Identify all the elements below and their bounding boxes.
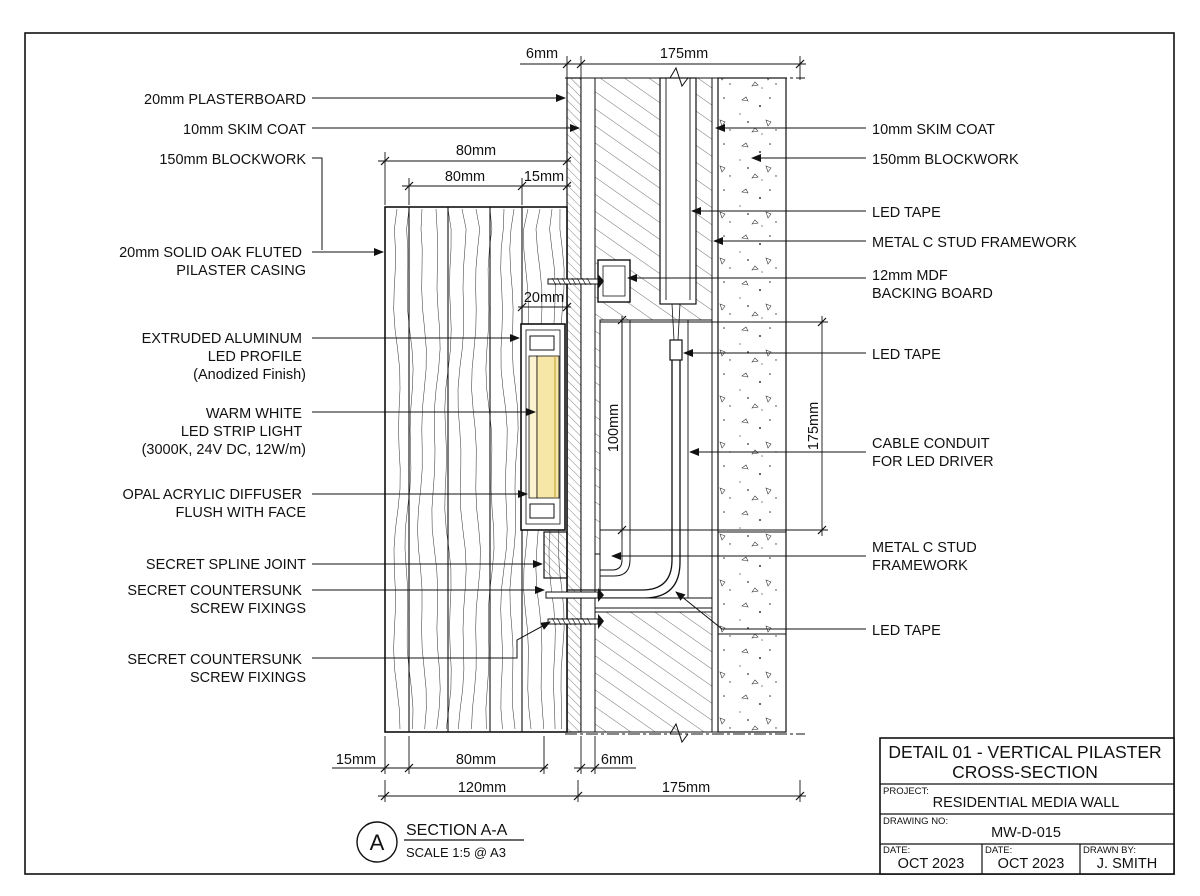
wood-grain-line [509, 208, 519, 730]
left-label-8: SECRET COUNTERSUNK SCREW FIXINGS [127, 583, 306, 617]
right-label-6: CABLE CONDUIT FOR LED DRIVER [872, 436, 994, 470]
opal-acrylic-diffuser [528, 355, 538, 499]
right-blockwork [717, 77, 787, 733]
wood-grain-line [417, 208, 427, 730]
service-void [599, 319, 713, 603]
dim-top-175mm: 175mm [660, 46, 708, 62]
right-label-5: LED TAPE [872, 347, 941, 363]
right-annotations: 10mm SKIM COAT 150mm BLOCKWORK LED TAPE … [611, 122, 1077, 639]
date2-label: DATE: [985, 845, 1012, 856]
wood-grain-line [404, 208, 414, 730]
title-line-1: DETAIL 01 - VERTICAL PILASTER [888, 742, 1161, 762]
right-label-8: LED TAPE [872, 623, 941, 639]
right-label-1: 150mm BLOCKWORK [872, 152, 1019, 168]
right-label-2: LED TAPE [872, 205, 941, 221]
countersunk-screw-upper [547, 274, 604, 289]
title-line-2: CROSS-SECTION [952, 762, 1098, 782]
dim-100mm-vertical: 100mm [606, 404, 622, 452]
left-annotations: 20mm PLASTERBOARD 10mm SKIM COAT 150mm B… [119, 92, 580, 686]
drawing-no-label: DRAWING NO: [883, 816, 948, 827]
project-label: PROJECT: [883, 786, 929, 797]
dim-20mm: 20mm [524, 290, 564, 306]
right-label-3: METAL C STUD FRAMEWORK [872, 235, 1077, 251]
led-tape-connector [669, 339, 683, 361]
project-value: RESIDENTIAL MEDIA WALL [933, 795, 1120, 811]
right-label-0: 10mm SKIM COAT [872, 122, 995, 138]
left-label-2: 150mm BLOCKWORK [159, 152, 306, 168]
wall-assembly [548, 66, 805, 744]
led-strip-light [536, 355, 560, 499]
wood-grain-line [485, 208, 495, 730]
section-scale: SCALE 1:5 @ A3 [406, 845, 506, 860]
oak-pilaster-casing [384, 206, 604, 733]
dim-bottom-120mm: 120mm [458, 780, 506, 796]
dim-15mm-upper: 15mm [524, 169, 564, 185]
wood-grain-line [431, 208, 441, 730]
dimensions: 6mm 175mm 80mm 80mm 15mm 20mm 100mm 175m… [332, 46, 828, 802]
right-label-4: 12mm MDF BACKING BOARD [872, 268, 993, 302]
dim-bottom-15mm: 15mm [336, 752, 376, 768]
plasterboard-layer [566, 77, 582, 733]
left-label-7: SECRET SPLINE JOINT [146, 557, 306, 573]
c-stud-base-plate [594, 597, 713, 609]
left-label-1: 10mm SKIM COAT [183, 122, 306, 138]
title-block: DETAIL 01 - VERTICAL PILASTER CROSS-SECT… [879, 737, 1175, 875]
left-label-5: WARM WHITE LED STRIP LIGHT (3000K, 24V D… [142, 406, 306, 458]
skim-coat-layer [580, 77, 596, 733]
date2-value: OCT 2023 [998, 856, 1065, 872]
section-letter: A [370, 830, 385, 855]
dim-bottom-80mm: 80mm [456, 752, 496, 768]
drawing-no-value: MW-D-015 [991, 825, 1061, 841]
left-label-9: SECRET COUNTERSUNK SCREW FIXINGS [127, 652, 306, 686]
date1-value: OCT 2023 [898, 856, 965, 872]
dim-bottom-6mm: 6mm [601, 752, 633, 768]
left-label-4: EXTRUDED ALUMINUM LED PROFILE (Anodized … [142, 331, 306, 383]
secret-spline-joint [543, 531, 568, 579]
dim-top-6mm: 6mm [526, 46, 558, 62]
right-skim-coat [711, 77, 719, 733]
left-label-3: 20mm SOLID OAK FLUTED PILASTER CASING [119, 245, 306, 279]
dim-80mm-inner: 80mm [445, 169, 485, 185]
section-marker: A SECTION A-A SCALE 1:5 @ A3 [356, 821, 524, 863]
wood-grain-line [500, 208, 508, 730]
wood-grain-line [471, 208, 481, 730]
date1-label: DATE: [883, 845, 910, 856]
drawn-by-value: J. SMITH [1097, 856, 1157, 872]
left-label-0: 20mm PLASTERBOARD [144, 92, 306, 108]
blockwork-lower [594, 611, 716, 733]
right-label-7: METAL C STUD FRAMEWORK [872, 540, 981, 574]
dim-175mm-vertical: 175mm [806, 402, 822, 450]
section-bubble [356, 821, 398, 863]
countersunk-screw-mid [545, 588, 604, 602]
dim-80mm-upper: 80mm [456, 143, 496, 159]
c-stud-column [659, 77, 697, 305]
sheet-border [24, 32, 1175, 875]
left-label-6: OPAL ACRYLIC DIFFUSER FLUSH WITH FACE [123, 487, 307, 521]
wood-grain-line [393, 208, 401, 730]
wood-grain-line [444, 208, 452, 730]
wood-grain-line [457, 208, 467, 730]
dim-bottom-175mm: 175mm [662, 780, 710, 796]
cable-conduit [548, 360, 673, 591]
drawn-by-label: DRAWN BY: [1083, 845, 1136, 856]
section-title: SECTION A-A [406, 822, 508, 839]
